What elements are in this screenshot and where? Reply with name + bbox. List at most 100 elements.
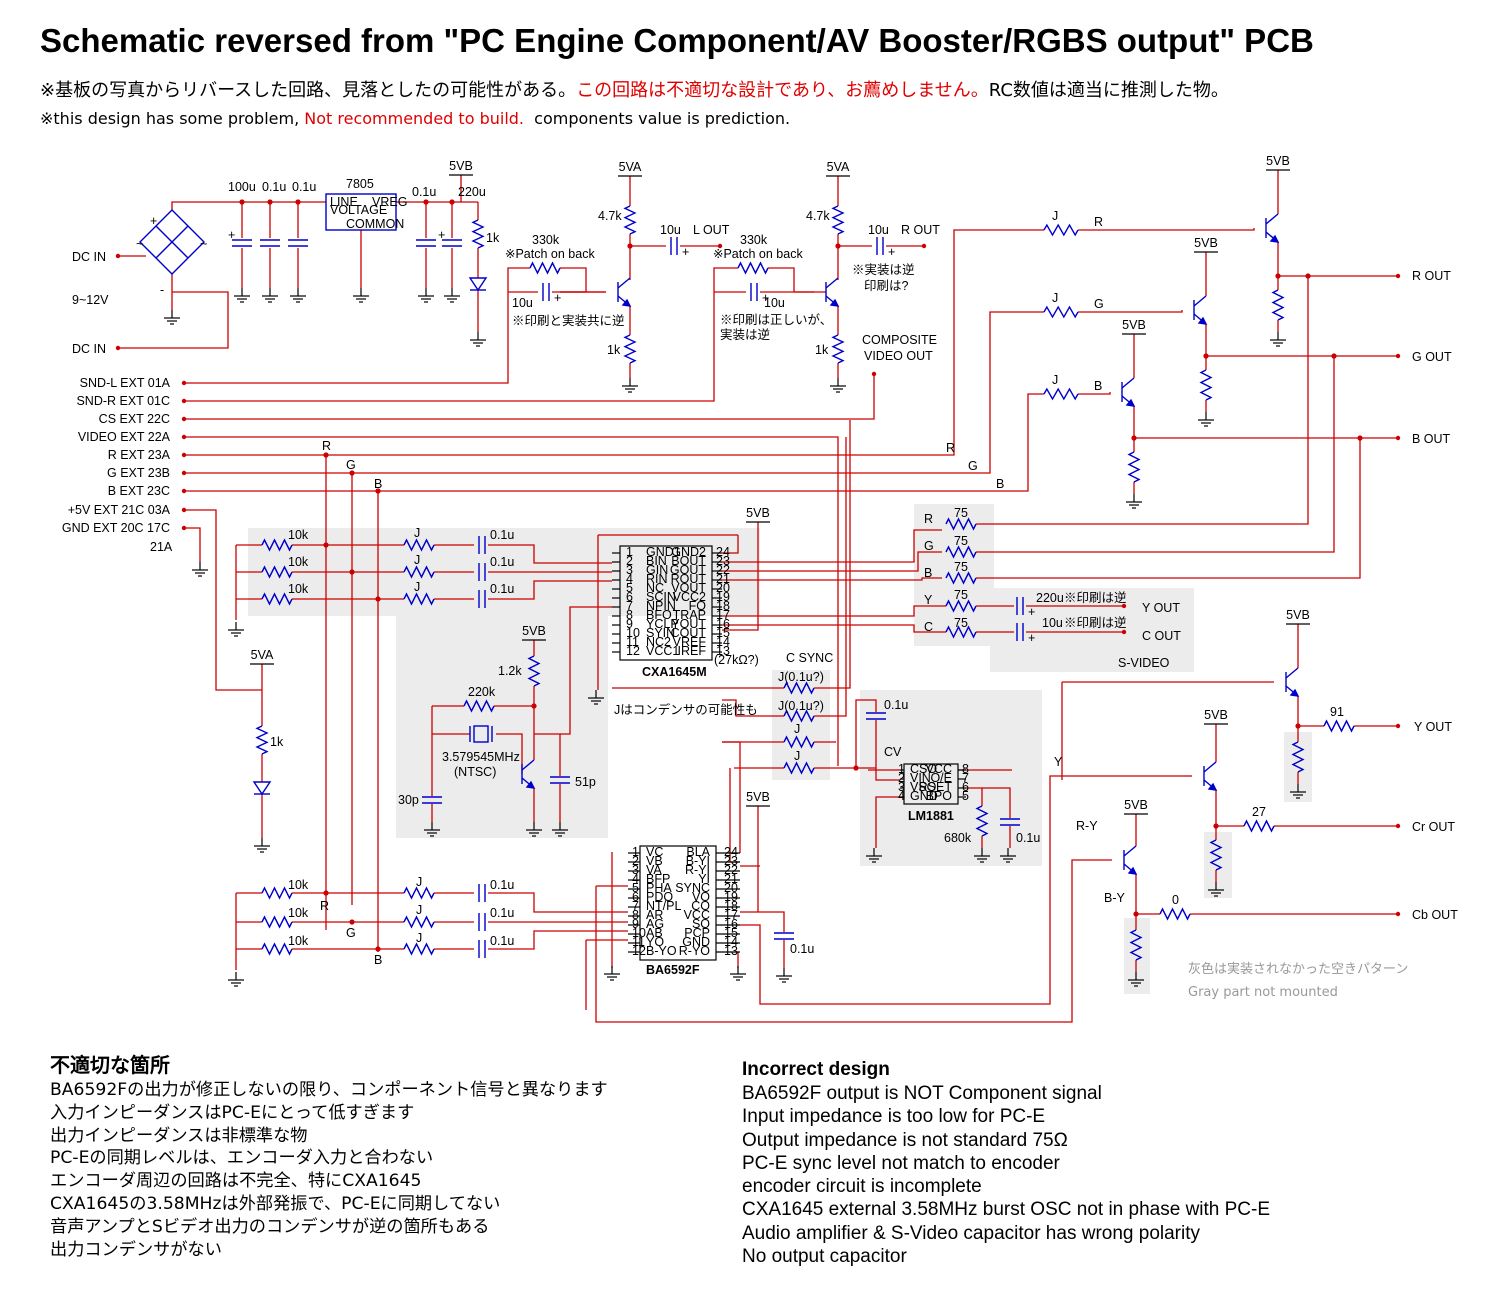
- wire: [814, 437, 847, 717]
- resistor: [403, 886, 435, 900]
- resistor: [1243, 819, 1275, 833]
- resistor: [783, 761, 815, 775]
- resistor: [1043, 387, 1079, 401]
- lm-pin: RSET: [919, 780, 953, 794]
- resistor: [261, 592, 293, 606]
- label: C OUT: [1142, 629, 1181, 643]
- ba-pin: NT/PL: [646, 899, 681, 913]
- resistor: [403, 538, 435, 552]
- cxa1645m-chip: [619, 545, 713, 661]
- label: R: [320, 899, 329, 913]
- ba-pin-num: 18: [724, 899, 738, 913]
- label: J(0.1u?): [778, 699, 824, 713]
- lm-pin: VSO: [910, 780, 937, 794]
- resistor: [261, 538, 293, 552]
- wire: [1133, 406, 1398, 439]
- junction-dot: [449, 199, 455, 205]
- wire: [1297, 696, 1324, 727]
- wire: [488, 544, 612, 564]
- label: 10k: [288, 906, 309, 920]
- wire: [713, 267, 738, 292]
- bridge-rectifier: [139, 209, 205, 275]
- wire: [184, 400, 715, 402]
- supply-label: 5VB: [449, 159, 473, 173]
- junction-dot: [1305, 273, 1311, 279]
- label: DC IN: [72, 250, 106, 264]
- label: (NTSC): [454, 765, 496, 779]
- lm-pin-num: 3: [898, 780, 905, 794]
- label: 75: [954, 534, 968, 548]
- supply-label: 5VB: [1286, 608, 1310, 622]
- resistor: [1199, 369, 1213, 401]
- note-jp-line: 出力インピーダンスは非標準な物: [50, 1125, 308, 1146]
- label: 10u: [764, 296, 785, 310]
- cxa-pin-num: 21: [716, 572, 730, 586]
- label: C: [924, 620, 933, 634]
- note-en-line: encoder circuit is incomplete: [742, 1176, 982, 1198]
- label: Cr OUT: [1412, 820, 1455, 834]
- resistor: [975, 805, 989, 837]
- resistor: [261, 565, 293, 579]
- label: 0.1u: [490, 582, 514, 596]
- wire: [722, 624, 946, 633]
- terminal: [1395, 723, 1401, 729]
- wire: [1078, 392, 1111, 395]
- label: G: [346, 926, 356, 940]
- resistor: [261, 942, 293, 956]
- junction-dot: [239, 199, 245, 205]
- reg-pin: VREG: [372, 195, 407, 209]
- wire: [1205, 324, 1398, 357]
- label: G: [968, 459, 978, 473]
- cxa-pin: YCLP: [646, 617, 679, 631]
- subtitle-en: ※this design has some problem, Not recom…: [40, 109, 791, 128]
- label: R: [924, 512, 933, 526]
- reg-pin: COMMON: [346, 217, 404, 231]
- resistor: [403, 592, 435, 606]
- note-jp-line: CXA1645の3.58MHzは外部発振で、PC-Eに同期してない: [50, 1193, 501, 1214]
- resistor: [945, 571, 977, 585]
- cxa-pin-num: 14: [716, 635, 730, 649]
- junction-dot: [1133, 911, 1139, 917]
- label: 0.1u: [490, 906, 514, 920]
- label: Y OUT: [1142, 601, 1180, 615]
- cxa-pin: VCC2: [673, 590, 706, 604]
- resistor: [261, 915, 293, 929]
- regulator-7805: [325, 193, 397, 231]
- resistor: [463, 699, 495, 713]
- label: B OUT: [1412, 432, 1451, 446]
- cxa-pin: VREF: [673, 635, 707, 649]
- label: 0.1u: [490, 555, 514, 569]
- label: 0.1u: [262, 180, 286, 194]
- label: VIDEO OUT: [864, 349, 933, 363]
- cxa-pin: BIN: [646, 554, 667, 568]
- note-jp-line: PC-Eの同期レベルは、エンコーダ入力と合わない: [50, 1148, 434, 1169]
- transistor: [1121, 377, 1135, 389]
- ba-pin-num: 1: [632, 845, 639, 859]
- ba-pin: SO: [692, 917, 710, 931]
- label: 0.1u: [292, 180, 316, 194]
- supply-label: 5VB: [522, 624, 546, 638]
- transistor: [1265, 213, 1279, 225]
- supply-label: 5VB: [1204, 708, 1228, 722]
- label: J: [414, 580, 420, 594]
- transistor-arrow: [621, 298, 632, 307]
- note-jp-line: 音声アンプとSビデオ出力のコンデンサが逆の箇所もある: [50, 1216, 490, 1237]
- polarity-mark: +: [1028, 605, 1035, 619]
- reg-pin: LINE: [330, 195, 358, 209]
- label: L OUT: [693, 223, 730, 237]
- ba-pin-num: 20: [724, 881, 738, 895]
- label: 330k: [532, 233, 560, 247]
- cxa-pin: GIN: [646, 563, 668, 577]
- ba-pin: B-YI: [686, 854, 710, 868]
- label: J: [416, 875, 422, 889]
- wire: [184, 382, 509, 384]
- cxa-pin: GND2: [671, 545, 706, 559]
- terminal: [115, 253, 121, 259]
- cxa-pin-num: 2: [626, 554, 633, 568]
- wire: [1078, 228, 1255, 231]
- resistor: [529, 261, 561, 275]
- note-en-line: Output impedance is not standard 75Ω: [742, 1129, 1068, 1151]
- terminal: [1395, 273, 1401, 279]
- resistor: [623, 205, 637, 235]
- reg-pin: VOLTAGE: [330, 203, 387, 217]
